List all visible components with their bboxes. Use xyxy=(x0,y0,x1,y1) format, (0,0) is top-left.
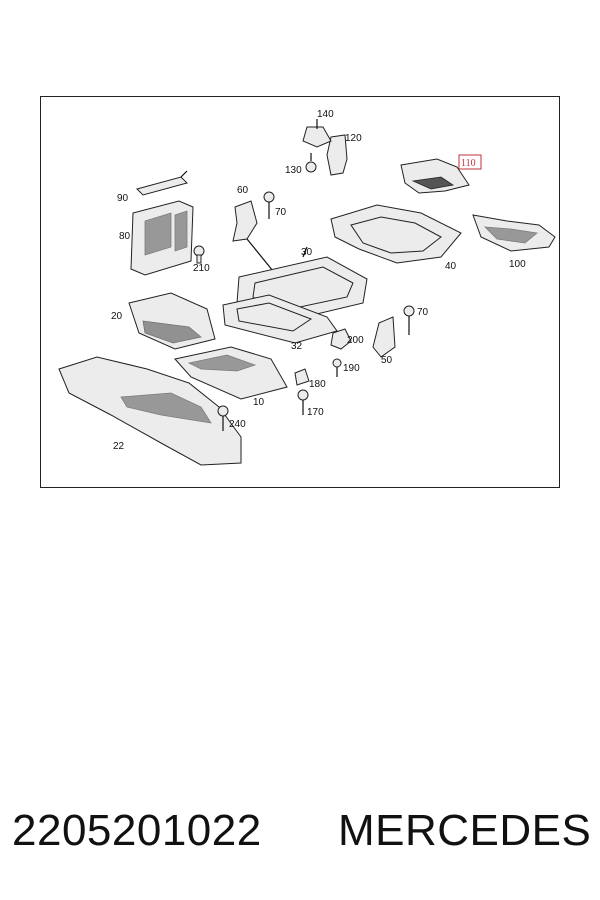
callout-40: 40 xyxy=(445,261,457,272)
part-shield-40 xyxy=(330,204,462,264)
callout-200: 200 xyxy=(347,335,364,346)
callout-130: 130 xyxy=(285,165,302,176)
part-frame-32 xyxy=(222,294,338,344)
part-bolt-70-lower xyxy=(403,305,415,335)
part-clip-200 xyxy=(330,328,352,350)
part-clip-180 xyxy=(294,368,310,386)
callout-110-highlighted: 110 xyxy=(461,158,476,169)
part-bolt-170 xyxy=(297,389,309,415)
callout-60: 60 xyxy=(237,185,249,196)
part-bolt-130 xyxy=(305,153,317,173)
parts-diagram: 140 120 130 110 90 60 70 80 210 30 40 10… xyxy=(40,96,560,488)
callout-90: 90 xyxy=(117,193,129,204)
callout-80: 80 xyxy=(119,231,131,242)
callout-20: 20 xyxy=(111,311,123,322)
part-bolt-240 xyxy=(217,405,229,431)
callout-70-upper: 70 xyxy=(275,207,287,218)
callout-22: 22 xyxy=(113,441,125,452)
product-footer: 2205201022 MERCEDES xyxy=(0,800,600,860)
part-bracket-90 xyxy=(136,170,188,196)
part-shield-22 xyxy=(58,356,242,466)
highlight-box-110 xyxy=(458,154,482,170)
part-bracket-50 xyxy=(372,316,396,358)
part-shield-10 xyxy=(174,346,288,400)
part-shield-20 xyxy=(128,292,216,350)
part-shield-110 xyxy=(400,158,470,194)
part-shield-100 xyxy=(472,214,556,252)
callout-50: 50 xyxy=(381,355,393,366)
part-panel-80 xyxy=(130,200,194,276)
callout-120: 120 xyxy=(345,133,362,144)
part-number: 2205201022 xyxy=(12,806,262,855)
callout-180: 180 xyxy=(309,379,326,390)
callout-100: 100 xyxy=(509,259,526,270)
part-clip-210 xyxy=(193,245,205,264)
part-bolt-190 xyxy=(332,358,342,377)
callout-170: 170 xyxy=(307,407,324,418)
callout-140: 140 xyxy=(317,109,334,120)
part-bracket-60 xyxy=(232,200,258,242)
callout-30: 30 xyxy=(301,247,313,258)
callout-70-lower: 70 xyxy=(417,307,429,318)
callout-210: 210 xyxy=(193,263,210,274)
part-bracket-120 xyxy=(302,119,348,176)
part-bolt-70-upper xyxy=(246,191,275,272)
callout-32: 32 xyxy=(291,341,303,352)
callout-190: 190 xyxy=(343,363,360,374)
exploded-view-drawing: 140 120 130 110 90 60 70 80 210 30 40 10… xyxy=(58,109,556,466)
brand-name: MERCEDES xyxy=(338,806,592,855)
callout-240: 240 xyxy=(229,419,246,430)
callout-10: 10 xyxy=(253,397,265,408)
